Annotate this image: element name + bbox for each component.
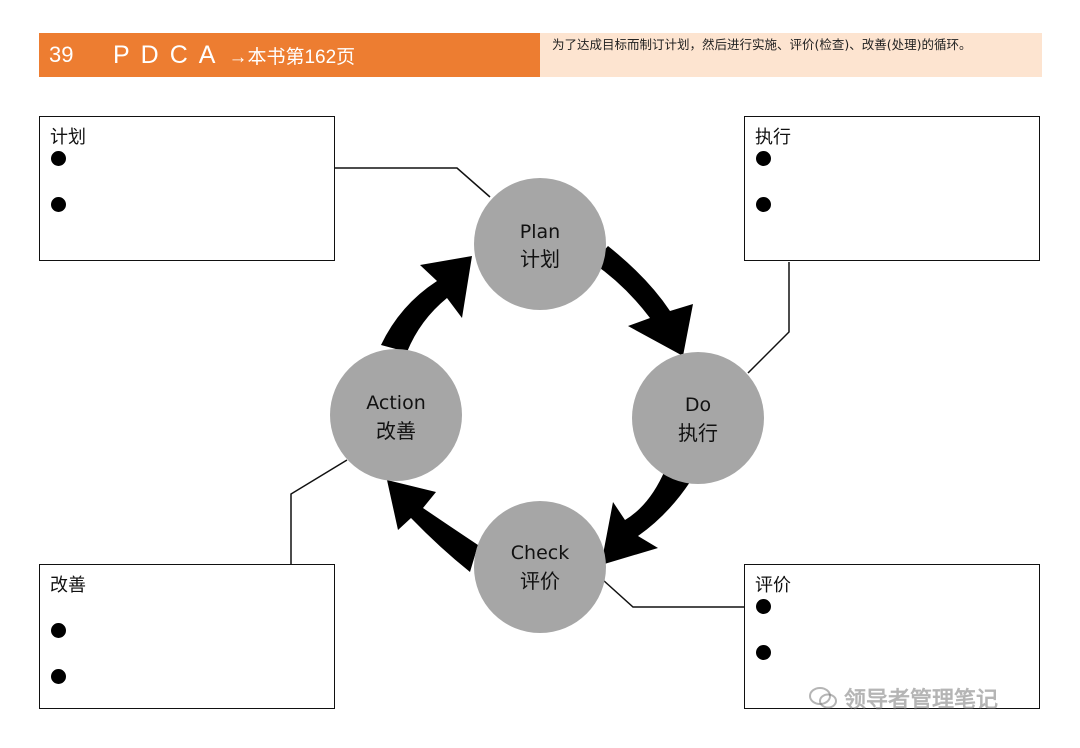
action-label-zh: 改善: [376, 419, 416, 443]
bullet-icon: [51, 669, 66, 684]
action-note-title: 改善: [50, 575, 86, 596]
action-circle: [330, 349, 462, 481]
action-connector-line: [290, 459, 348, 564]
bullet-icon: [756, 645, 771, 660]
plan-connector-line: [335, 167, 491, 198]
check-circle: [474, 501, 606, 633]
bullet-icon: [756, 197, 771, 212]
do-circle: [632, 352, 764, 484]
page-reference: →本书第162页: [228, 46, 356, 68]
check-connector-line: [602, 579, 744, 608]
watermark: 领导者管理笔记: [808, 682, 998, 714]
watermark-text: 领导者管理笔记: [844, 688, 999, 713]
action-note-box: 改善: [39, 564, 335, 709]
plan-label-en: Plan: [520, 221, 560, 243]
bullet-icon: [51, 151, 66, 166]
do-connector-line: [747, 262, 790, 374]
arrow-check-to-action-icon: [387, 480, 478, 572]
arrow-plan-to-do-icon: [593, 246, 693, 356]
do-label-zh: 执行: [678, 421, 718, 445]
arrow-do-to-check-icon: [601, 470, 690, 565]
bullet-icon: [51, 197, 66, 212]
bullet-icon: [756, 599, 771, 614]
do-label-en: Do: [685, 394, 711, 416]
page-title: PDCA: [113, 40, 227, 69]
do-note-title: 执行: [755, 127, 791, 148]
check-label-zh: 评价: [520, 569, 560, 593]
plan-note-title: 计划: [50, 127, 86, 148]
header-description: 为了达成目标而制订计划，然后进行实施、评价(检查)、改善(处理)的循环。: [540, 33, 1042, 77]
plan-circle: [474, 178, 606, 310]
arrow-action-to-plan-icon: [381, 256, 472, 352]
header-bar: 39 PDCA →本书第162页: [39, 33, 540, 77]
check-label-en: Check: [511, 542, 569, 564]
check-note-title: 评价: [755, 575, 791, 596]
wechat-icon: [809, 687, 837, 709]
plan-note-box: 计划: [39, 116, 335, 261]
action-label-en: Action: [366, 392, 426, 414]
bullet-icon: [51, 623, 66, 638]
plan-label-zh: 计划: [520, 247, 560, 271]
bullet-icon: [756, 151, 771, 166]
do-note-box: 执行: [744, 116, 1040, 261]
page-number: 39: [49, 42, 74, 67]
check-note-box: 评价: [744, 564, 1040, 709]
